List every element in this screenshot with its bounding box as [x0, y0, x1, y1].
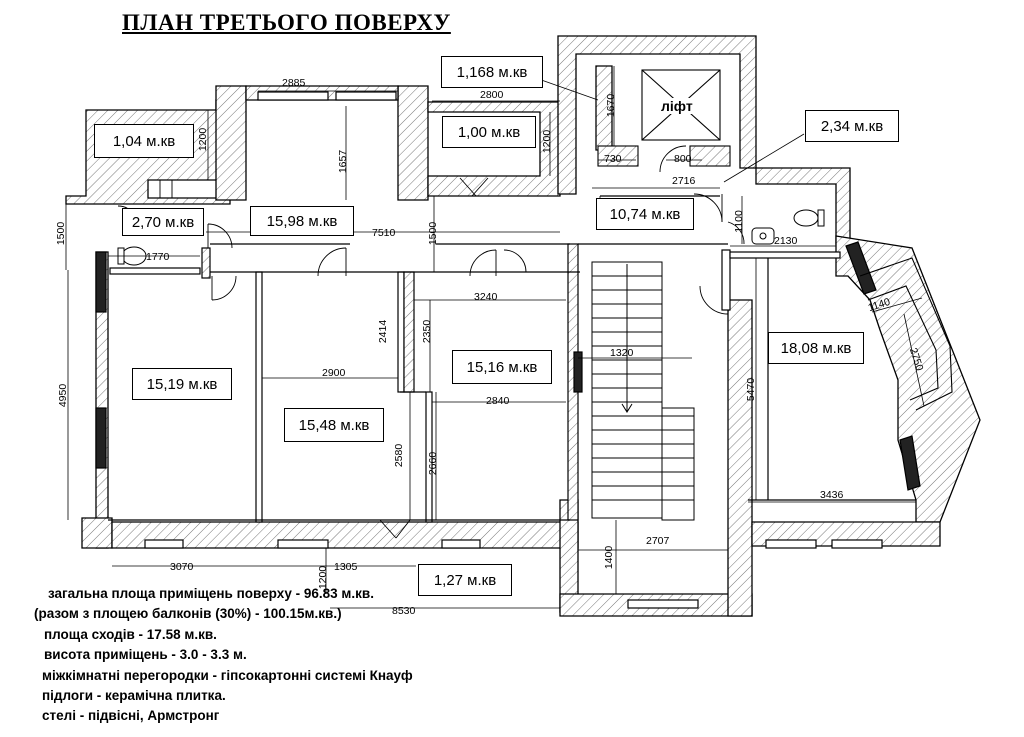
plan-notes: загальна площа приміщень поверху - 96.83… [34, 584, 413, 727]
dimension-label: 1400 [603, 545, 616, 570]
room-area-label: 1,00 м.кв [442, 116, 536, 148]
dimension-label: 7510 [372, 227, 396, 239]
room-area-label: 2,34 м.кв [805, 110, 899, 142]
dimension-label: 1200 [541, 129, 554, 154]
dimension-label: 5470 [745, 377, 758, 402]
bay-window-outline [859, 257, 953, 411]
dimension-label: 2800 [480, 89, 504, 101]
stairs-icon [591, 261, 695, 521]
dimension-label: 3240 [474, 291, 498, 303]
dimension-label: 2414 [377, 319, 390, 344]
sink-icon [751, 227, 775, 245]
room-area-label: 1,04 м.кв [94, 124, 194, 158]
dimension-label: 8530 [392, 605, 416, 617]
note-floors: підлоги - керамічна плитка. [42, 688, 226, 704]
dimension-label: 1100 [732, 210, 745, 233]
dimension-label: 1500 [427, 221, 440, 246]
dimension-label: 2350 [421, 319, 434, 344]
room-area-label: 15,48 м.кв [284, 408, 384, 442]
room-area-label: 1,168 м.кв [441, 56, 543, 88]
dimension-label: 2707 [646, 535, 670, 547]
interior-walls [109, 243, 841, 523]
room-area-label: 2,70 м.кв [122, 208, 204, 236]
room-area-label: 15,19 м.кв [132, 368, 232, 400]
dimension-label: 2660 [427, 451, 440, 476]
dimension-label: 2840 [486, 395, 510, 407]
room-area-label: 1,27 м.кв [418, 564, 512, 596]
dimension-lines [65, 66, 925, 609]
dimension-label: 730 [604, 153, 622, 165]
dimension-label: 1670 [605, 93, 618, 118]
dimension-label: 1657 [337, 149, 350, 174]
dimension-label: 1500 [55, 221, 68, 246]
room-area-label: 15,98 м.кв [250, 206, 354, 236]
dimension-label: 3436 [820, 489, 844, 501]
windows [95, 91, 921, 609]
dimension-label: 4950 [57, 383, 70, 408]
dimension-label: 2885 [282, 77, 306, 89]
dimension-label: 1305 [334, 561, 358, 573]
room-outlines [108, 195, 916, 521]
note-partitions: міжкімнатні перегородки - гіпсокартонні … [42, 667, 413, 683]
room-area-label: 18,08 м.кв [768, 332, 864, 364]
lift-label: ліфт [660, 98, 694, 114]
note-height: висота приміщень - 3.0 - 3.3 м. [44, 647, 247, 663]
note-total-area: загальна площа приміщень поверху - 96.83… [48, 586, 374, 601]
plan-title: ПЛАН ТРЕТЬОГО ПОВЕРХУ [122, 10, 451, 35]
dimension-label: 2716 [672, 175, 696, 187]
room-area-label: 10,74 м.кв [596, 198, 694, 230]
dimension-label: 2130 [774, 235, 798, 247]
note-stairs-area: площа сходів - 17.58 м.кв. [44, 626, 217, 642]
dimension-label: 800 [674, 153, 692, 165]
note-ceilings: стелі - підвісні, Армстронг [42, 708, 220, 724]
dimension-label: 3070 [170, 561, 194, 573]
lift-shaft [597, 69, 731, 167]
dimension-label: 1770 [146, 251, 170, 263]
room-area-label: 15,16 м.кв [452, 350, 552, 384]
note-balcony-area: (разом з площею балконів (30%) - 100.15м… [34, 606, 342, 622]
toilet-icon [117, 209, 825, 266]
dimension-label: 1200 [197, 127, 210, 152]
dimension-label: 1320 [610, 347, 634, 359]
dimension-label: 2900 [322, 367, 346, 379]
dimension-label: 2580 [393, 443, 406, 468]
